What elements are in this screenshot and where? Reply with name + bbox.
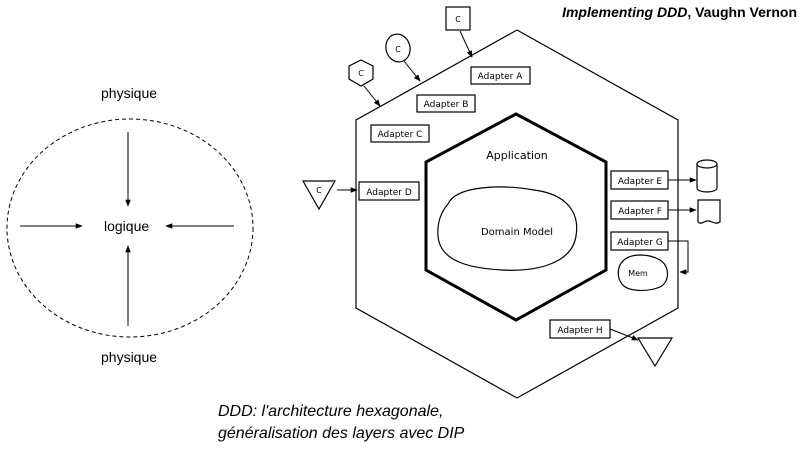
- caption-line-2: généralisation des layers avec DIP: [218, 425, 465, 442]
- domain-model-label: Domain Model: [481, 227, 553, 238]
- logical-physical-circle: [6, 118, 254, 338]
- adapter-a-label: Adapter A: [478, 72, 524, 82]
- database-icon: [696, 159, 718, 193]
- adapter-f-label: Adapter F: [618, 207, 662, 217]
- arrow-to-mem: [668, 240, 689, 275]
- client-triangle: C: [301, 180, 337, 211]
- application-label: Application: [486, 149, 547, 162]
- adapter-a: Adapter A: [470, 66, 531, 85]
- adapter-h: Adapter H: [549, 319, 611, 339]
- client-square-label: C: [455, 15, 461, 24]
- arrow-client-square: [459, 30, 473, 58]
- arrow-client-oval: [403, 60, 421, 82]
- client-oval: C: [385, 33, 411, 63]
- client-square: C: [445, 6, 471, 31]
- dashed-boundary: [6, 118, 254, 338]
- adapter-c-label: Adapter C: [378, 130, 423, 140]
- client-hexagon: C: [348, 59, 374, 87]
- client-hexagon-label: C: [358, 69, 364, 78]
- client-triangle-label: C: [316, 186, 322, 195]
- arrow-client-hexagon: [363, 85, 381, 107]
- mem-blob: Mem: [617, 254, 669, 291]
- adapter-e: Adapter E: [610, 170, 669, 190]
- credit-author: , Vaughn Vernon: [687, 4, 797, 20]
- mem-label: Mem: [628, 269, 648, 278]
- adapter-d-label: Adapter D: [366, 188, 412, 198]
- domain-model-blob: [437, 186, 578, 271]
- source-credit: Implementing DDD, Vaughn Vernon: [562, 4, 797, 20]
- label-logique: logique: [104, 218, 150, 234]
- adapter-c: Adapter C: [370, 124, 430, 143]
- adapter-g-label: Adapter G: [617, 238, 663, 248]
- adapter-b: Adapter B: [416, 94, 476, 113]
- adapter-b-label: Adapter B: [424, 100, 469, 110]
- credit-title: Implementing DDD: [562, 4, 688, 20]
- document-icon: [697, 199, 721, 224]
- adapter-d: Adapter D: [358, 181, 420, 201]
- label-physique-top: physique: [101, 85, 158, 101]
- output-triangle: [636, 337, 674, 368]
- adapter-e-label: Adapter E: [618, 177, 663, 187]
- arrow-to-triangle: [609, 328, 639, 341]
- adapter-h-label: Adapter H: [557, 326, 602, 336]
- adapter-g: Adapter G: [610, 231, 669, 251]
- client-oval-label: C: [395, 45, 401, 54]
- caption-line-1: DDD: l'architecture hexagonale,: [218, 403, 444, 420]
- label-physique-bottom: physique: [101, 349, 158, 365]
- adapter-f: Adapter F: [610, 200, 669, 220]
- caption: DDD: l'architecture hexagonale, générali…: [218, 401, 464, 445]
